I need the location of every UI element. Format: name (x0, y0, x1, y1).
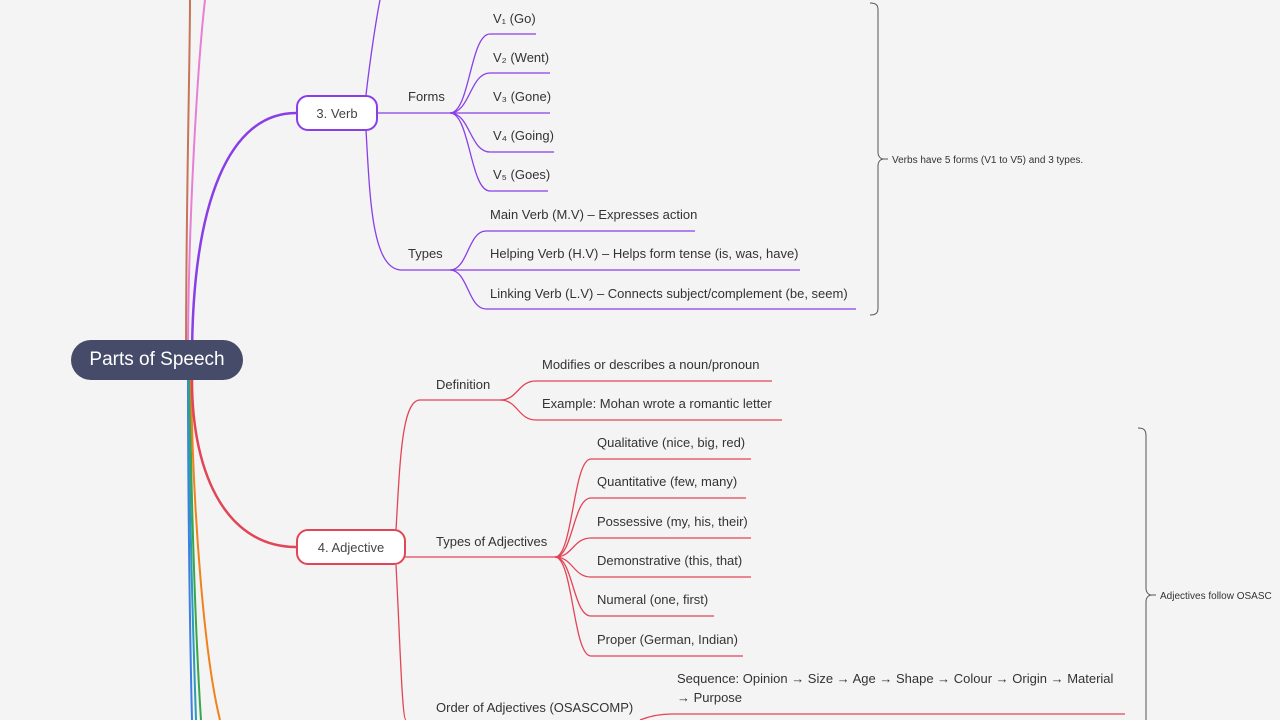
adjective-types-label[interactable]: Types of Adjectives (436, 534, 548, 549)
verb-form-1[interactable]: V₁ (Go) (493, 11, 536, 26)
root-node[interactable]: Parts of Speech (71, 340, 243, 380)
verb-type-1[interactable]: Main Verb (M.V) – Expresses action (490, 207, 698, 222)
verb-node[interactable]: 3. Verb (296, 95, 378, 131)
adjective-order-label[interactable]: Order of Adjectives (OSASCOMP) (436, 700, 634, 715)
forms-line-5 (449, 112, 548, 192)
other-branch-lines (185, 0, 221, 720)
types-line-1 (449, 230, 695, 271)
verb-form-3[interactable]: V₃ (Gone) (493, 89, 552, 104)
adjective-summary[interactable]: Adjectives follow OSASC (1160, 591, 1272, 602)
adjective-order-sequence-line-1[interactable]: Sequence: Opinion → Size → Age → Shape →… (677, 671, 1114, 686)
adjective-node[interactable]: 4. Adjective (296, 529, 406, 565)
adjective-type-1[interactable]: Qualitative (nice, big, red) (597, 435, 746, 450)
adjective-definition-1[interactable]: Modifies or describes a noun/pronoun (542, 357, 760, 372)
types-adj-line-6 (554, 556, 743, 657)
branch-line-green (189, 379, 202, 720)
definition-line-1 (499, 380, 772, 401)
verb-type-3[interactable]: Linking Verb (L.V) – Connects subject/co… (490, 286, 848, 301)
verb-form-4[interactable]: V₄ (Going) (493, 128, 554, 143)
adjective-order-sequence-line-2[interactable]: → Purpose (677, 690, 743, 705)
adjective-type-5[interactable]: Numeral (one, first) (597, 592, 709, 607)
branch-line-top-pink (187, 0, 206, 361)
adj-to-order-line (395, 564, 407, 720)
verb-summary[interactable]: Verbs have 5 forms (V1 to V5) and 3 type… (892, 155, 1084, 166)
branch-line-top-brown (185, 0, 191, 361)
root-to-adjective-line (190, 379, 297, 549)
definition-line-2 (499, 399, 782, 421)
verb-types-label[interactable]: Types (408, 246, 443, 261)
adjective-type-4[interactable]: Demonstrative (this, that) (597, 553, 743, 568)
types-adj-line-3 (554, 537, 751, 558)
types-adj-line-1 (554, 458, 751, 558)
adjective-branch-lines (190, 379, 1125, 720)
adjective-summary-bracket (1137, 427, 1153, 720)
root-to-verb-line (190, 111, 297, 361)
types-adj-line-2 (554, 497, 746, 558)
verb-form-5[interactable]: V₅ (Goes) (493, 167, 551, 182)
forms-line-4 (449, 112, 554, 153)
types-adj-line-5 (554, 556, 714, 617)
types-adj-line-4 (554, 556, 751, 578)
verb-form-2[interactable]: V₂ (Went) (493, 50, 550, 65)
adjective-type-2[interactable]: Quantitative (few, many) (597, 474, 738, 489)
types-line-3 (449, 269, 856, 310)
adjective-type-3[interactable]: Possessive (my, his, their) (597, 514, 748, 529)
forms-line-2 (449, 72, 550, 114)
branch-line-blue (187, 379, 193, 720)
summary-brackets (869, 2, 1156, 720)
verb-type-2[interactable]: Helping Verb (H.V) – Helps form tense (i… (490, 246, 799, 261)
verb-up-line (365, 0, 381, 96)
forms-line-1 (449, 33, 536, 114)
adjective-definition-2[interactable]: Example: Mohan wrote a romantic letter (542, 396, 772, 411)
order-line (639, 713, 1125, 720)
adjective-definition-label[interactable]: Definition (436, 377, 491, 392)
branch-line-orange (190, 379, 221, 720)
adj-to-definition-line (395, 399, 500, 531)
adjective-type-6[interactable]: Proper (German, Indian) (597, 632, 738, 647)
verb-branch-lines (190, 0, 856, 361)
verb-summary-bracket (869, 2, 885, 316)
branch-line-teal (188, 379, 197, 720)
verb-forms-label[interactable]: Forms (408, 89, 445, 104)
verb-to-types-line (365, 129, 450, 271)
